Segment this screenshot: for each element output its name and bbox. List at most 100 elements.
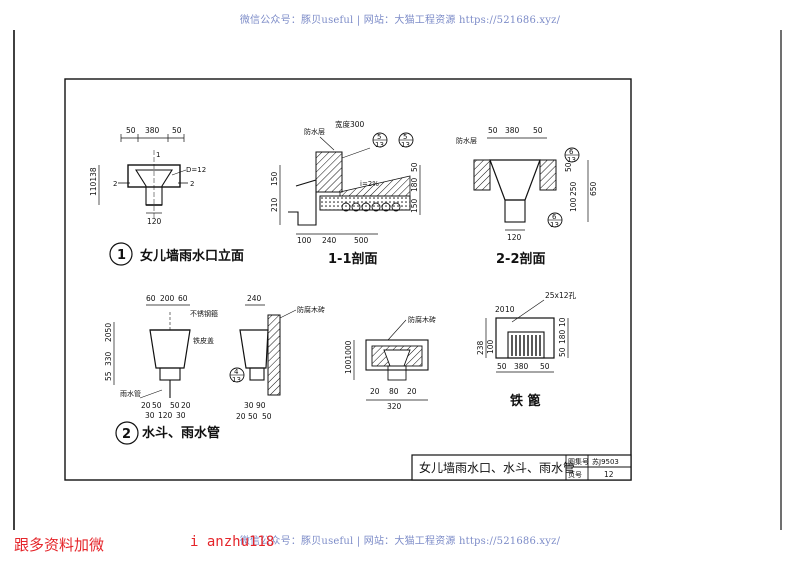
d4-label: 25x12孔 xyxy=(545,291,577,300)
d2-number: 2 xyxy=(122,427,131,442)
d1-caption: 女儿墙雨水口立面 xyxy=(140,248,244,264)
d1-dim-top-2: 50 xyxy=(172,126,182,135)
s22-ref-top: 6 xyxy=(552,213,557,221)
s11-ref2-top: 5 xyxy=(403,133,407,141)
d2-mid-label: 防腐木砖 xyxy=(297,305,325,314)
d2-dim-top-1: 200 xyxy=(160,294,175,303)
s11-caption: 1-1剖面 xyxy=(328,251,378,267)
section-2-2-drawing: 50 380 50 防水层 6 13 6 13 50 250 100 650 1… xyxy=(456,126,598,242)
d3-dim-bot-0: 20 xyxy=(370,387,380,396)
s11-dim-right-1: 180 xyxy=(410,177,419,192)
d2-mid-dim-bot2-0: 20 xyxy=(236,412,246,421)
detail2-hopper-side: 240 防腐木砖 4 13 30 90 20 50 50 xyxy=(229,294,325,421)
d2-clamp: 不锈钢箍 xyxy=(190,309,218,318)
s11-ref-top: 5 xyxy=(377,133,381,141)
s11-dim-right-0: 50 xyxy=(410,162,419,172)
detail3-wood-block: 防腐木砖 1001000 20 80 20 320 xyxy=(344,315,436,411)
d1-dim-side: 110138 xyxy=(89,167,98,196)
tb-page: 12 xyxy=(604,470,614,479)
d4-dim-top-1: 10 xyxy=(505,305,515,314)
d2-caption: 水斗、雨水管 xyxy=(142,425,220,441)
d4-dim-side-1: 100 xyxy=(486,339,495,354)
d2-hopper: 铁皮盖 xyxy=(193,336,214,345)
d2-dim-bot-0: 20 xyxy=(141,401,151,410)
d2-mid-dim-bot-0: 30 xyxy=(244,401,254,410)
d4-dim-right-1: 180 xyxy=(558,329,567,344)
d2-dim-top-0: 60 xyxy=(146,294,156,303)
d3-dim-bot-1: 80 xyxy=(389,387,399,396)
d3-dim-bot-2: 20 xyxy=(407,387,417,396)
s22-dim-bottom: 120 xyxy=(507,233,522,242)
d4-dim-side-0: 238 xyxy=(476,340,485,355)
d3-dim-total: 320 xyxy=(387,402,402,411)
d1-cutmark-top: 1 xyxy=(156,151,160,159)
d2-mid-dim-bot-1: 90 xyxy=(256,401,266,410)
s22-dim-right-2: 100 xyxy=(569,197,578,212)
d2-mid-ref-top: 4 xyxy=(234,368,239,376)
d1-number: 1 xyxy=(117,248,126,263)
d4-caption: 铁 篦 xyxy=(509,393,541,409)
d2-dim-bot2-0: 30 xyxy=(145,411,155,420)
tb-label-bottom: 页号 xyxy=(568,471,582,479)
d2-dim-side-0: 2050 xyxy=(104,323,113,342)
d2-dim-side-1: 330 xyxy=(104,351,113,366)
footer-note-right: i anzhu118 xyxy=(190,534,275,550)
tb-title: 女儿墙雨水口、水斗、雨水管 xyxy=(419,460,575,475)
d2-dim-bot-1: 50 xyxy=(152,401,162,410)
s11-slope: i=2% xyxy=(360,180,379,188)
s22-dim-top-2: 50 xyxy=(533,126,543,135)
detail4-iron-grate: 25x12孔 20 10 238 100 50 380 50 10 180 50 xyxy=(476,291,577,373)
s11-dim-left-0: 150 xyxy=(270,171,279,186)
d4-dim-bot-1: 380 xyxy=(514,362,529,371)
d3-label: 防腐木砖 xyxy=(408,315,436,324)
s11-dim-bot-0: 100 xyxy=(297,236,312,245)
s11-dim-right-2: 150 xyxy=(410,198,419,213)
s22-dim-top-1: 380 xyxy=(505,126,520,135)
d2-pipe: 雨水管 xyxy=(120,389,141,398)
d2-dim-side-2: 55 xyxy=(104,371,113,381)
s11-dim-bot-1: 240 xyxy=(322,236,337,245)
d1-cutmark-left: 2 xyxy=(113,180,117,188)
s11-dim-bot-2: 500 xyxy=(354,236,369,245)
s22-caption: 2-2剖面 xyxy=(496,251,546,267)
footer-note-left: 跟多资料加微 xyxy=(14,536,105,554)
d1-dim-bottom: 120 xyxy=(147,217,162,226)
s11-waterproof: 防水层 xyxy=(304,127,325,136)
d2-mid-dim-bot2-1: 50 xyxy=(248,412,258,421)
s11-opening: 宽度300 xyxy=(335,119,365,129)
d4-dim-right-0: 10 xyxy=(558,317,567,327)
d2-mid-dim-top: 240 xyxy=(247,294,262,303)
detail2-caption-group: 2 水斗、雨水管 xyxy=(115,421,220,445)
s22-ref-bot: 13 xyxy=(550,221,559,229)
d1-cutmark-right: 2 xyxy=(190,180,194,188)
s22-ref2-bot: 13 xyxy=(567,156,576,164)
detail2-hopper-left: 60 200 60 不锈钢箍 铁皮盖 2050 330 55 雨水管 20 50… xyxy=(104,294,218,420)
d1-diameter: D=12 xyxy=(186,166,206,174)
d2-mid-ref-bot: 13 xyxy=(232,376,241,384)
d2-dim-bot2-1: 120 xyxy=(158,411,173,420)
detail1-elevation: 50 380 50 1 2 2 D=12 110138 120 xyxy=(89,126,206,226)
s22-dim-top-0: 50 xyxy=(488,126,498,135)
tb-label-top: 图集号 xyxy=(568,457,589,466)
section-1-1-drawing: 宽度300 防水层 i=2% 5 13 5 13 150 210 50 180 … xyxy=(270,119,421,245)
d4-dim-bot-0: 50 xyxy=(497,362,507,371)
d2-mid-dim-bot2-2: 50 xyxy=(262,412,272,421)
watermark-bottom: 微信公众号：豚贝useful | 网站：大猫工程资源 https://52168… xyxy=(239,536,561,547)
d2-dim-top-2: 60 xyxy=(178,294,188,303)
tb-code: 苏J9503 xyxy=(592,457,619,466)
s11-ref-bot: 13 xyxy=(375,141,384,149)
s11-dim-left-1: 210 xyxy=(270,197,279,212)
d2-dim-bot-2: 50 xyxy=(170,401,180,410)
drawing-frame xyxy=(64,78,632,481)
s22-dim-right-3: 650 xyxy=(589,181,598,196)
s22-ref2-top: 6 xyxy=(569,148,574,156)
d2-dim-bot-3: 20 xyxy=(181,401,191,410)
d1-dim-top-0: 50 xyxy=(126,126,136,135)
d2-dim-bot2-2: 30 xyxy=(176,411,186,420)
d1-dim-top-1: 380 xyxy=(145,126,160,135)
s22-waterproof: 防水层 xyxy=(456,136,477,145)
d3-dim-side: 1001000 xyxy=(344,340,353,374)
title-block: 女儿墙雨水口、水斗、雨水管 图集号 页号 苏J9503 12 xyxy=(411,454,632,481)
s22-dim-right-1: 250 xyxy=(569,181,578,196)
